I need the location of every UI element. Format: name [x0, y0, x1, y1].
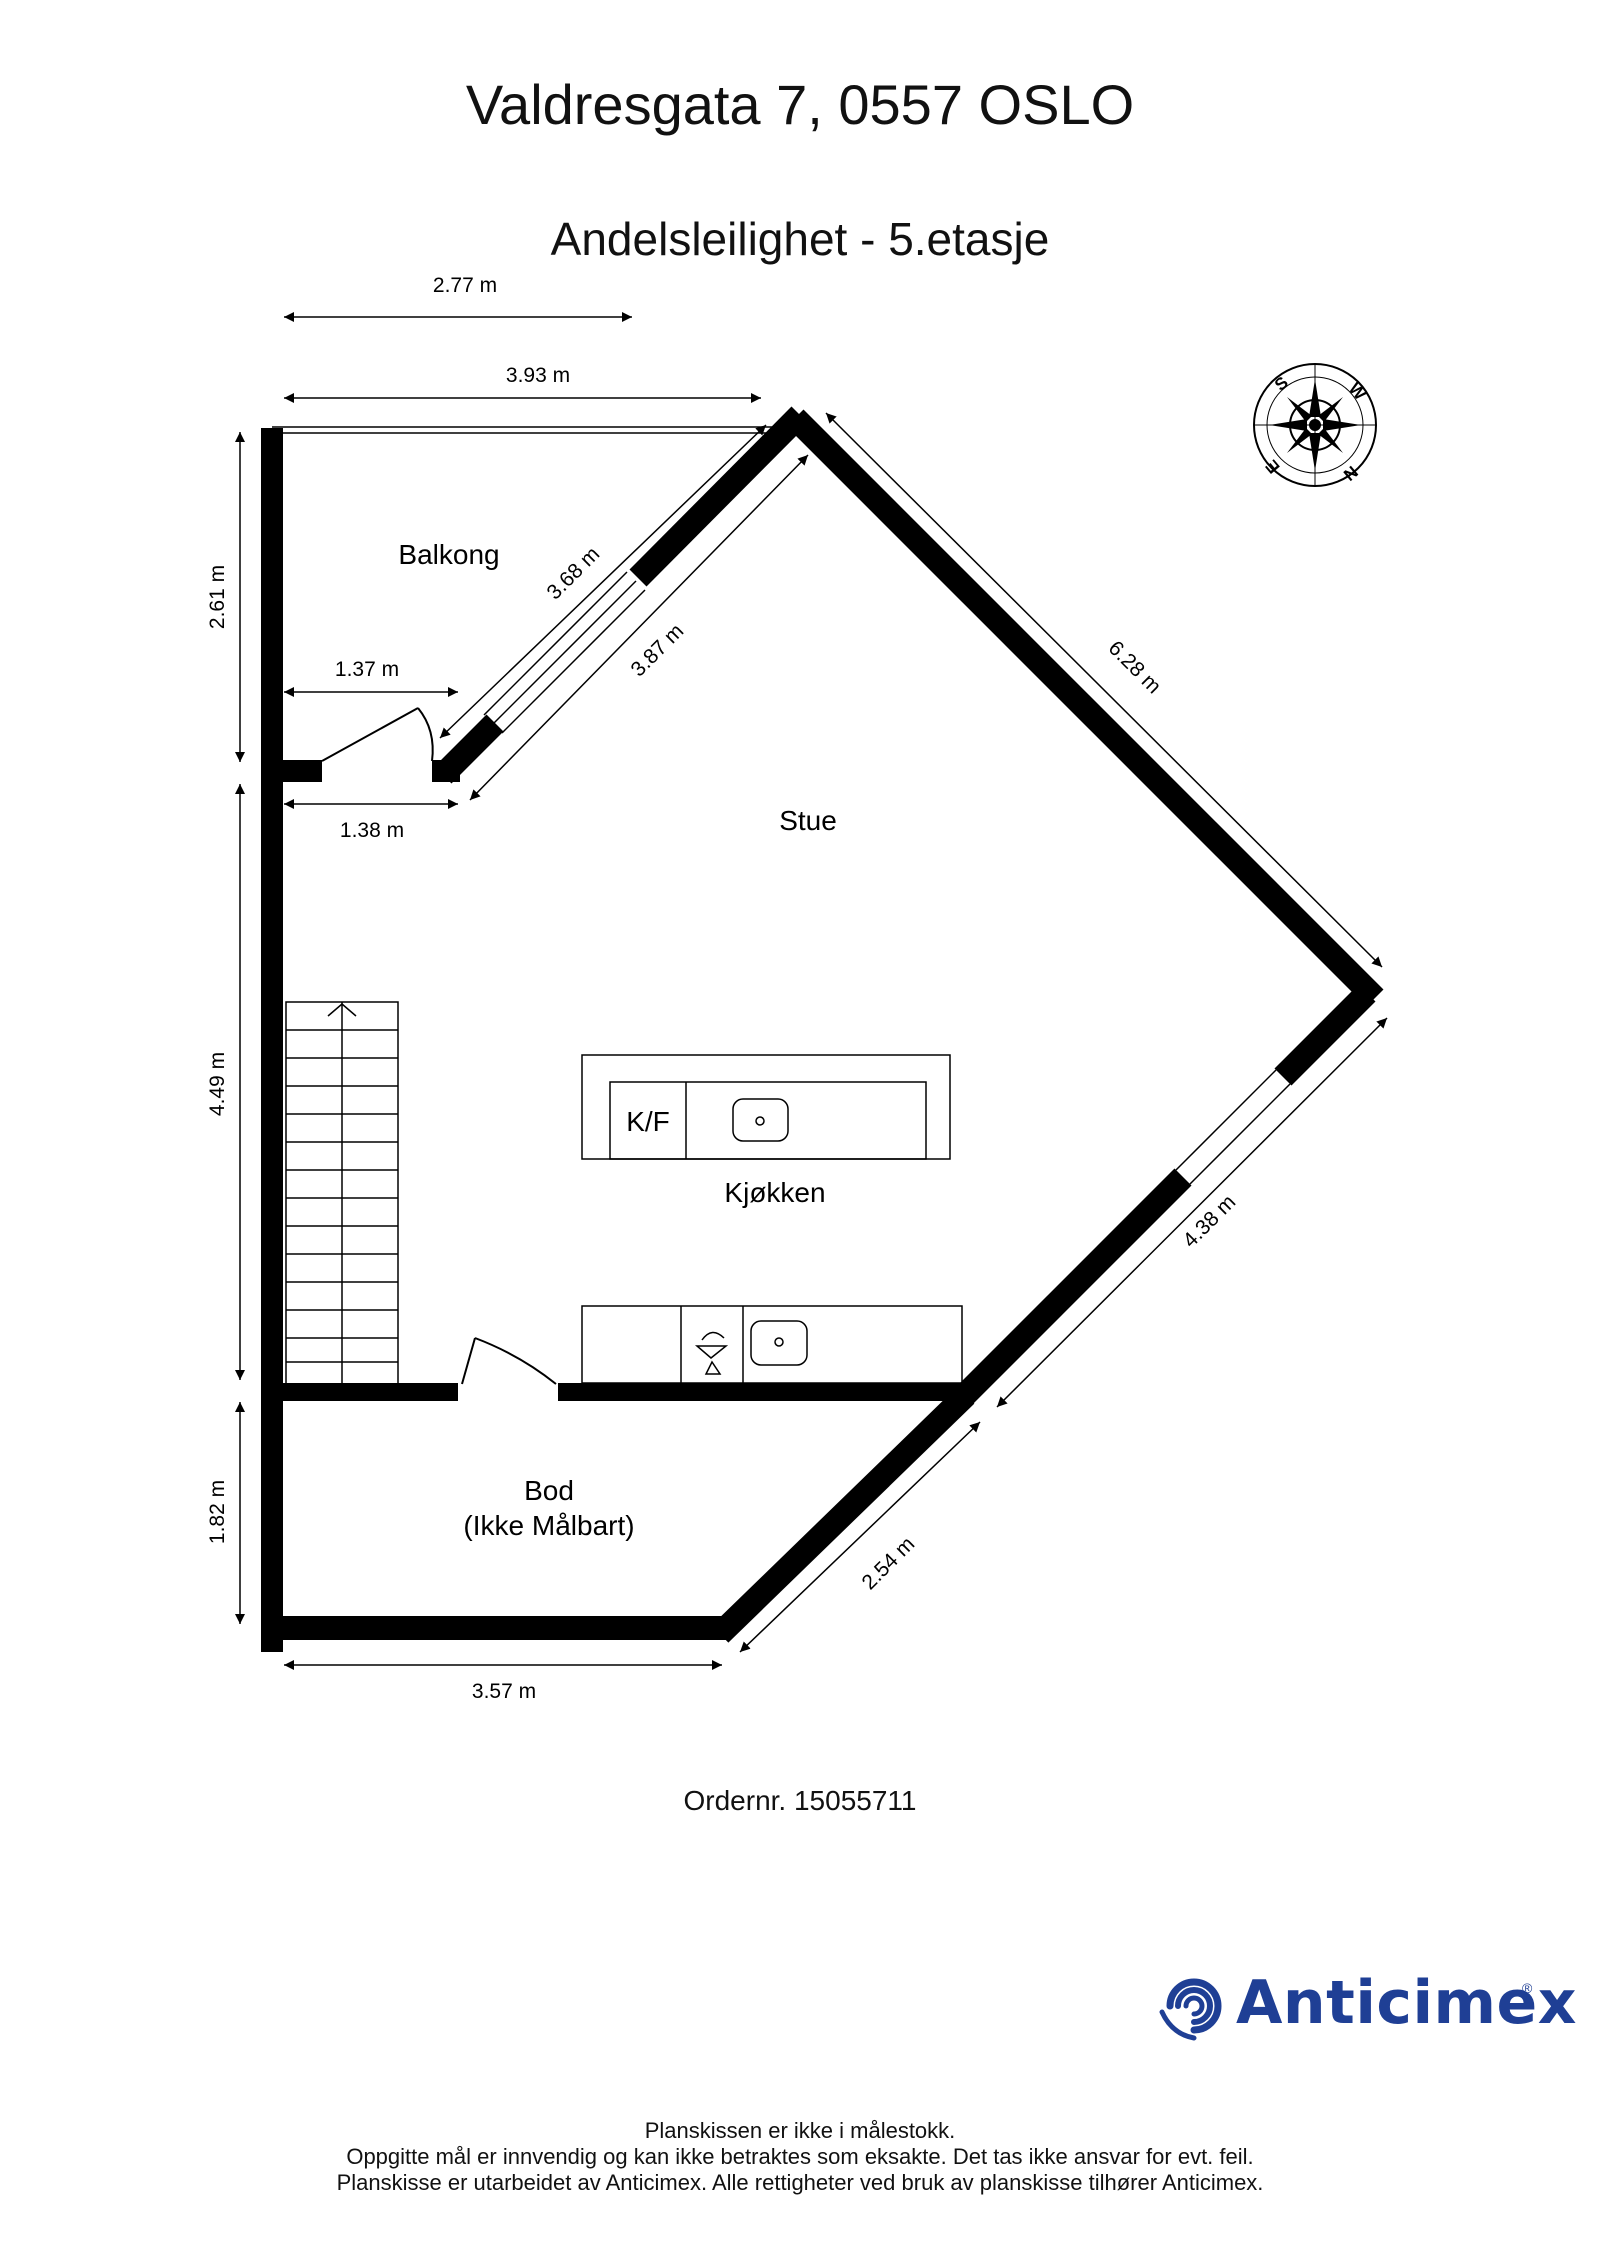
door-storage-leaf [461, 1337, 476, 1385]
dim-top-inner: 2.77 m [433, 274, 497, 297]
compass-letter-w: W [1345, 379, 1370, 404]
wall-storage-diagonal [711, 1386, 975, 1643]
kitchen-counter [581, 1305, 963, 1384]
dim-balcony-diag-outer: 3.68 m [543, 543, 605, 605]
window-balcony-3 [501, 589, 646, 734]
room-living: Stue [779, 805, 837, 836]
walls [261, 406, 1384, 1652]
compass-letter-n: N [1340, 462, 1362, 484]
dim-left-main: 4.49 m [206, 1052, 229, 1116]
kitchen-island [581, 1054, 951, 1160]
window-right-2 [1189, 1083, 1291, 1185]
dim-bottom: 3.57 m [472, 1680, 536, 1703]
balcony-rail [272, 426, 785, 434]
dimension-lines [235, 312, 1388, 1670]
brand-registered-mark: ® [1522, 1980, 1533, 1996]
staircase [285, 1001, 399, 1385]
order-number: Ordernr. 15055711 [683, 1785, 917, 1816]
counter-sink [750, 1320, 808, 1366]
compass-icon: S W N E [1253, 363, 1377, 487]
windows [483, 571, 1291, 1185]
faucet-icon [694, 1331, 729, 1359]
dim-top-outer: 3.93 m [506, 364, 570, 387]
dim-balcony-diag-inner: 3.87 m [627, 620, 689, 682]
wall-right-upper [786, 409, 1384, 1007]
page-title: Valdresgata 7, 0557 OSLO [465, 73, 1135, 136]
door-storage-swing [474, 1337, 557, 1385]
footer-line-3: Planskisse er utarbeidet av Anticimex. A… [336, 2170, 1264, 2195]
dim-balcony-door-right: 1.38 m [340, 819, 404, 842]
room-labels: Balkong Stue Kjøkken Bod (Ikke Målbart) … [398, 539, 836, 1541]
compass-letter-s: S [1271, 373, 1292, 395]
room-storage: Bod [524, 1475, 574, 1506]
dim-balcony-height: 2.61 m [206, 565, 229, 629]
wall-balcony-diag-a [629, 406, 809, 587]
footer-line-1: Planskissen er ikke i målestokk. [644, 2118, 956, 2143]
doors [321, 707, 557, 1385]
room-storage-note: (Ikke Målbart) [463, 1510, 634, 1541]
door-balcony-leaf [321, 707, 419, 762]
fridge-label: K/F [626, 1106, 670, 1137]
door-balcony-swing [417, 707, 434, 762]
anticimex-swirl-icon [1159, 1978, 1222, 2041]
dim-storage-height: 1.82 m [206, 1480, 229, 1544]
room-kitchen: Kjøkken [724, 1177, 825, 1208]
footer-line-2: Oppgitte mål er innvendig og kan ikke be… [346, 2144, 1254, 2169]
room-balcony: Balkong [398, 539, 499, 570]
brand-name: Anticimex [1236, 1968, 1577, 2038]
dim-balcony-door-left: 1.37 m [335, 658, 399, 681]
window-right-1 [1175, 1069, 1277, 1171]
island-sink [732, 1098, 789, 1142]
dim-storage-diag: 2.54 m [858, 1533, 920, 1595]
dim-right-upper: 6.28 m [1104, 637, 1166, 699]
page-subtitle: Andelsleilighet - 5.etasje [550, 213, 1050, 265]
wall-right-lower-b [1274, 984, 1376, 1086]
brand-logo: Anticimex ® [1158, 1968, 1576, 2042]
wall-right-lower-a [951, 1168, 1192, 1409]
footer-disclaimer: Planskissen er ikke i målestokk. Oppgitt… [0, 2118, 1600, 2196]
dim-right-lower: 4.38 m [1179, 1191, 1241, 1253]
